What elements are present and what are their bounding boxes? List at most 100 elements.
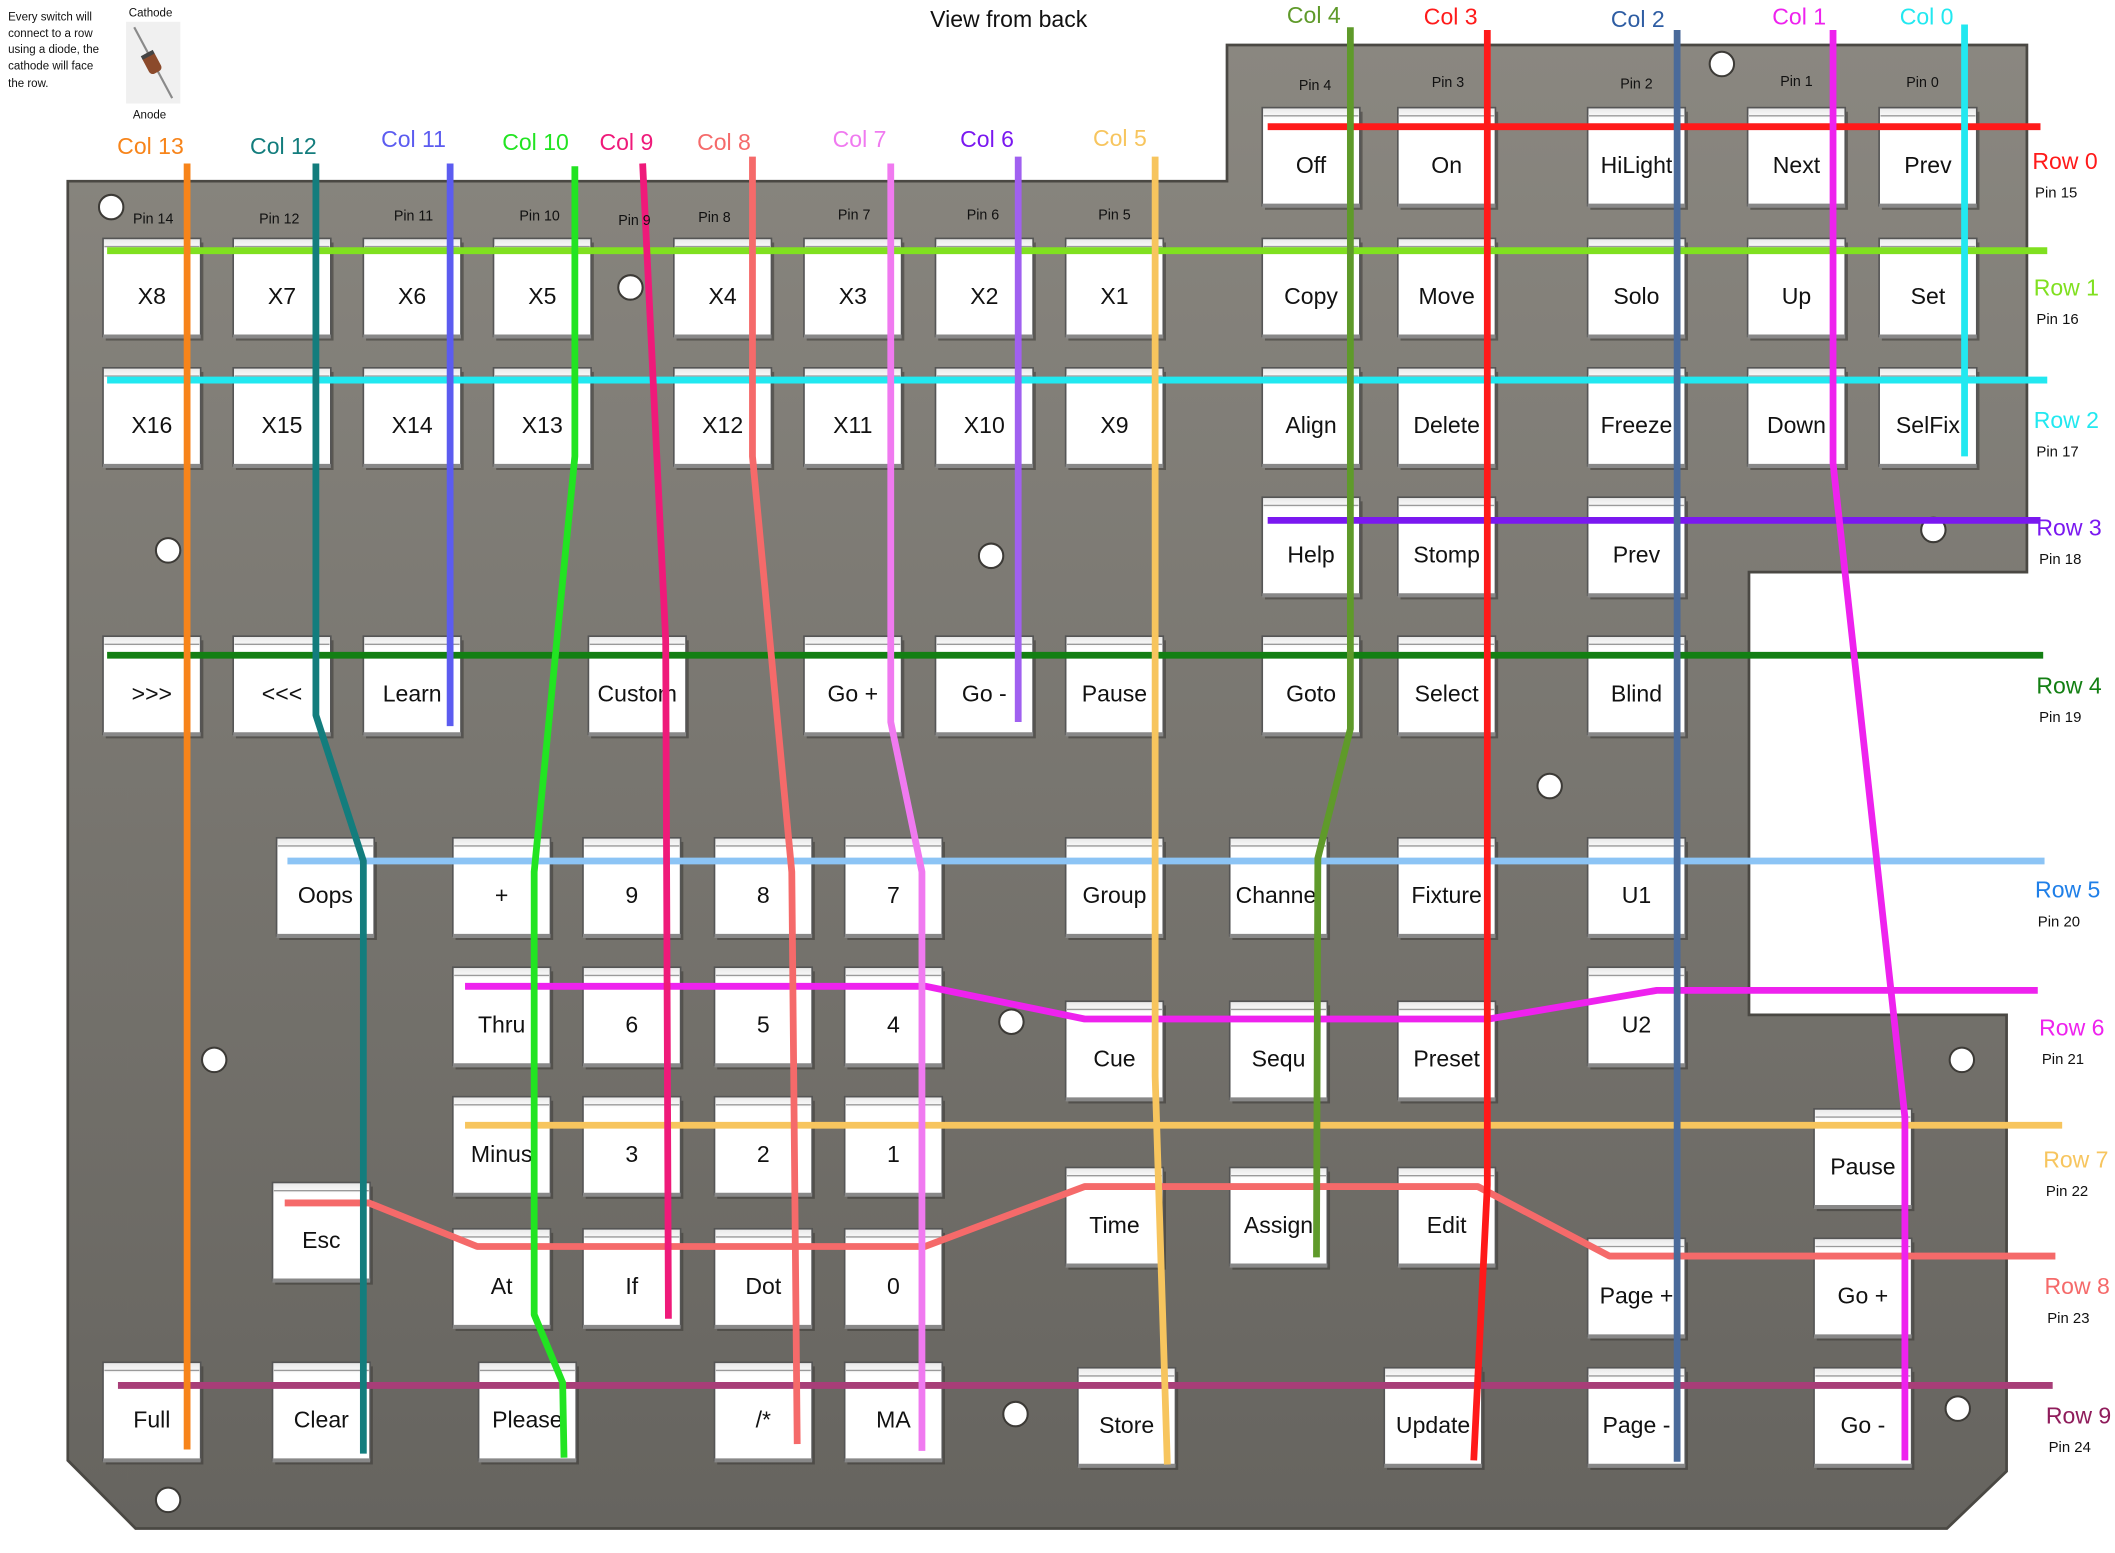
column-pin-label: Pin 0 [1906, 75, 1939, 91]
column-wire [639, 163, 672, 1319]
key-switch: Freeze [1586, 367, 1688, 470]
row-label: Row 5 [2035, 877, 2100, 903]
key-switch: X9 [1064, 367, 1166, 470]
row-label: Row 0 [2032, 148, 2097, 174]
row-label: Row 1 [2034, 275, 2099, 301]
key-switch: HiLight [1586, 106, 1688, 210]
key-label: 1 [887, 1141, 900, 1167]
column-label: Col 10 [502, 129, 569, 155]
column-label: Col 1 [1772, 3, 1826, 29]
key-switch: 2 [713, 1095, 815, 1199]
key-label: Prev [1904, 152, 1952, 178]
row-label: Row 8 [2045, 1273, 2110, 1299]
cathode-label: Cathode [129, 7, 173, 19]
row-label: Row 3 [2036, 514, 2101, 540]
column-wire [1151, 156, 1171, 1465]
key-label: Next [1773, 152, 1821, 178]
key-switch: Minus [452, 1095, 554, 1199]
column-wire [749, 156, 801, 1445]
key-label: On [1431, 152, 1462, 178]
row-pin-label: Pin 23 [2047, 1310, 2089, 1327]
note-line-3: using a diode, the [8, 44, 99, 56]
key-label: Group [1082, 882, 1146, 908]
key-switch: 1 [843, 1095, 945, 1199]
key-label: X13 [522, 412, 563, 438]
row-label: Row 7 [2043, 1146, 2108, 1172]
key-label: X12 [702, 412, 743, 438]
key-switch: Prev [1586, 496, 1688, 600]
key-label: X10 [964, 412, 1005, 438]
key-label: + [495, 882, 508, 908]
row-pin-label: Pin 16 [2036, 311, 2078, 328]
column-pin-label: Pin 14 [133, 211, 173, 227]
column-pin-label: Pin 6 [967, 207, 1000, 223]
key-switch: Move [1397, 237, 1499, 341]
mounting-hole [154, 537, 182, 564]
key-switch: U2 [1586, 966, 1688, 1070]
row-pin-label: Pin 17 [2036, 443, 2078, 460]
key-label: Thru [478, 1012, 525, 1038]
key-label: Oops [298, 882, 353, 908]
key-switch: Fixture [1397, 836, 1499, 940]
column-pin-label: Pin 7 [838, 207, 871, 223]
column-wires [183, 24, 1968, 1465]
mounting-hole [154, 1486, 182, 1514]
key-label: <<< [262, 681, 302, 707]
key-label: X9 [1100, 412, 1128, 438]
row-pin-label: Pin 15 [2035, 185, 2077, 202]
row-label: Row 9 [2046, 1403, 2111, 1429]
key-label: Sequ [1252, 1046, 1306, 1072]
column-pin-label: Pin 9 [618, 213, 651, 229]
key-label: X3 [839, 283, 867, 309]
key-label: 5 [757, 1012, 770, 1038]
key-label: Prev [1613, 542, 1661, 568]
key-label: Help [1287, 542, 1334, 568]
key-label: Esc [302, 1227, 340, 1253]
key-switch: U1 [1586, 836, 1688, 940]
key-label: Down [1767, 412, 1826, 438]
key-label: X8 [138, 283, 166, 309]
row-label: Row 4 [2036, 672, 2101, 698]
column-wire [1313, 27, 1354, 1258]
key-label: X1 [1100, 283, 1128, 309]
mounting-hole [1944, 1395, 1971, 1422]
row-pin-label: Pin 21 [2042, 1051, 2084, 1068]
key-switch: X3 [803, 237, 905, 341]
column-label: Col 8 [697, 129, 751, 155]
key-label: Go - [962, 681, 1007, 707]
column-label: Col 5 [1093, 125, 1147, 151]
key-label: X14 [392, 412, 433, 438]
mounting-hole [617, 274, 644, 301]
key-label: Cue [1093, 1046, 1135, 1072]
key-label: X16 [131, 412, 172, 438]
mounting-hole [97, 193, 125, 221]
mounting-hole [1948, 1046, 1976, 1074]
key-label: Learn [383, 681, 442, 707]
key-label: U2 [1622, 1012, 1651, 1038]
key-label: Please [492, 1407, 562, 1433]
key-label: 8 [757, 882, 770, 908]
key-label: Off [1296, 152, 1327, 178]
diode-note: Every switch will connect to a row using… [8, 7, 181, 122]
note-line-5: the row. [8, 78, 48, 90]
row-label: Row 6 [2039, 1014, 2104, 1040]
key-label: MA [876, 1407, 911, 1433]
column-pin-label: Pin 10 [519, 209, 559, 225]
mounting-hole [1536, 772, 1563, 800]
mounting-hole [1002, 1400, 1029, 1428]
key-label: Goto [1286, 681, 1336, 707]
key-switch: 8 [713, 836, 815, 940]
mounting-hole [200, 1046, 228, 1074]
column-label: Col 6 [960, 126, 1014, 152]
column-pin-label: Pin 2 [1620, 77, 1653, 93]
key-label: Preset [1413, 1046, 1480, 1072]
key-label: If [625, 1273, 638, 1299]
key-label: X2 [970, 283, 998, 309]
key-label: Up [1782, 283, 1811, 309]
key-switch: MA [843, 1361, 945, 1465]
key-switch: Align [1261, 367, 1363, 470]
